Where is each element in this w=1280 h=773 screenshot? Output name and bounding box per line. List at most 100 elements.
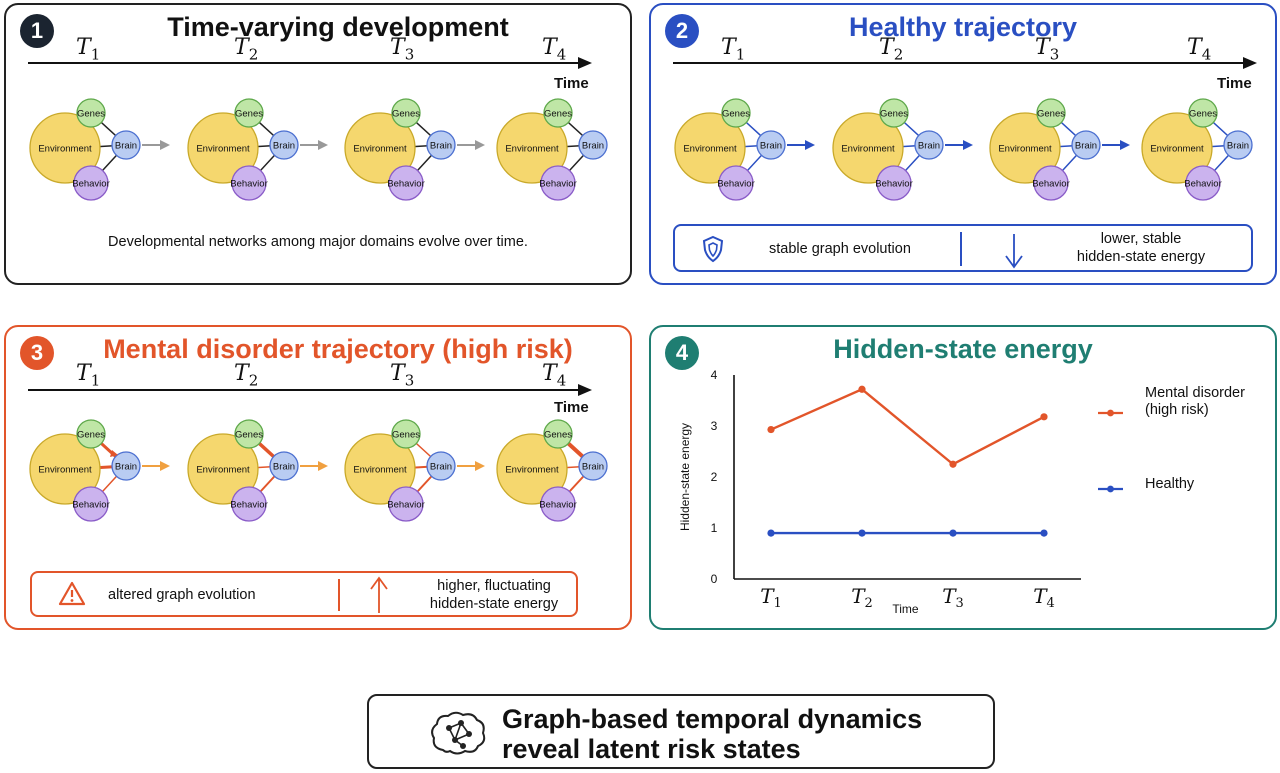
node-label-behavior: Behavior — [539, 179, 577, 190]
node-label-behavior: Behavior — [387, 500, 425, 511]
node-env — [29, 433, 101, 505]
timeline-arrowhead — [578, 57, 592, 69]
node-label-behavior: Behavior — [1032, 179, 1070, 190]
node-genes — [879, 98, 909, 128]
timeline-arrowhead — [1243, 57, 1257, 69]
node-label-brain: Brain — [115, 462, 137, 473]
node-label-behavior: Behavior — [72, 179, 110, 190]
panel-title: Time-varying development — [167, 12, 509, 42]
node-label-behavior: Behavior — [717, 179, 755, 190]
data-point — [949, 529, 957, 537]
data-point — [949, 460, 957, 468]
panel-number-badge: 2 — [665, 14, 699, 48]
node-brain — [1223, 130, 1253, 160]
y-tick-label: 4 — [711, 368, 718, 382]
node-brain — [269, 451, 299, 481]
node-behavior — [388, 165, 424, 201]
node-label-brain: Brain — [273, 462, 295, 473]
time-label-3: T3 — [390, 35, 415, 64]
node-label-genes: Genes — [235, 430, 263, 441]
network-diagram: EnvironmentGenesBrainBehaviorEnvironment… — [28, 384, 608, 522]
summary-left-text: stable graph evolution — [769, 241, 911, 257]
panel-number-badge: 4 — [665, 336, 699, 370]
panel-number-badge: 3 — [20, 336, 54, 370]
node-env — [187, 112, 259, 184]
time-label-4: T4 — [542, 361, 567, 390]
node-brain — [426, 130, 456, 160]
transition-arrowhead — [475, 140, 485, 150]
summary-divider — [338, 579, 340, 611]
summary-left-text: altered graph evolution — [108, 587, 256, 603]
node-env — [1141, 112, 1213, 184]
summary-right-text: higher, fluctuating hidden-state energy — [414, 577, 574, 613]
node-label-env: Environment — [196, 144, 250, 155]
timeline-arrowhead — [578, 384, 592, 396]
node-env — [674, 112, 746, 184]
y-axis-label: Hidden-state energy — [678, 423, 692, 531]
node-label-brain: Brain — [273, 141, 295, 152]
node-env — [187, 433, 259, 505]
footer-message-box: Graph-based temporal dynamics reveal lat… — [367, 694, 995, 769]
time-axis-label: Time — [554, 75, 589, 92]
node-behavior — [388, 486, 424, 522]
node-label-genes: Genes — [880, 109, 908, 120]
node-genes — [543, 419, 573, 449]
node-label-brain: Brain — [430, 462, 452, 473]
node-genes — [391, 419, 421, 449]
network-diagram: EnvironmentGenesBrainBehaviorEnvironment… — [28, 57, 608, 201]
node-genes — [391, 98, 421, 128]
node-brain — [578, 451, 608, 481]
node-label-env: Environment — [505, 144, 559, 155]
node-genes — [234, 419, 264, 449]
node-label-behavior: Behavior — [230, 500, 268, 511]
node-label-brain: Brain — [115, 141, 137, 152]
transition-arrowhead — [318, 461, 328, 471]
summary-box: stable graph evolution lower, stable hid… — [673, 224, 1253, 272]
node-genes — [76, 98, 106, 128]
summary-right-line1: lower, stable — [1100, 231, 1182, 247]
node-behavior — [876, 165, 912, 201]
node-label-behavior: Behavior — [230, 179, 268, 190]
node-label-brain: Brain — [760, 141, 782, 152]
footer-line2: reveal latent risk states — [502, 734, 801, 764]
node-behavior — [718, 165, 754, 201]
time-label-2: T2 — [879, 35, 904, 64]
node-label-brain: Brain — [582, 462, 604, 473]
summary-box: altered graph evolution higher, fluctuat… — [30, 571, 578, 617]
node-label-behavior: Behavior — [539, 500, 577, 511]
node-brain — [914, 130, 944, 160]
node-label-brain: Brain — [1227, 141, 1249, 152]
node-behavior — [1033, 165, 1069, 201]
node-label-env: Environment — [505, 465, 559, 476]
node-env — [344, 112, 416, 184]
node-behavior — [73, 486, 109, 522]
node-label-genes: Genes — [77, 430, 105, 441]
node-label-env: Environment — [841, 144, 895, 155]
node-label-genes: Genes — [235, 109, 263, 120]
y-tick-label: 1 — [711, 521, 718, 535]
transition-arrowhead — [160, 461, 170, 471]
node-brain — [578, 130, 608, 160]
summary-right-line1: higher, fluctuating — [437, 578, 551, 594]
node-genes — [721, 98, 751, 128]
node-label-env: Environment — [1150, 144, 1204, 155]
node-env — [496, 433, 568, 505]
summary-right-line2: hidden-state energy — [1076, 249, 1206, 265]
node-label-behavior: Behavior — [875, 179, 913, 190]
transition-arrowhead — [805, 140, 815, 150]
node-label-genes: Genes — [392, 109, 420, 120]
node-env — [496, 112, 568, 184]
network-diagram: EnvironmentGenesBrainBehaviorEnvironment… — [673, 57, 1257, 201]
time-label-3: T3 — [1035, 35, 1060, 64]
node-label-genes: Genes — [722, 109, 750, 120]
summary-right-text: lower, stable hidden-state energy — [1061, 230, 1221, 266]
time-axis-label: Time — [1217, 75, 1252, 92]
